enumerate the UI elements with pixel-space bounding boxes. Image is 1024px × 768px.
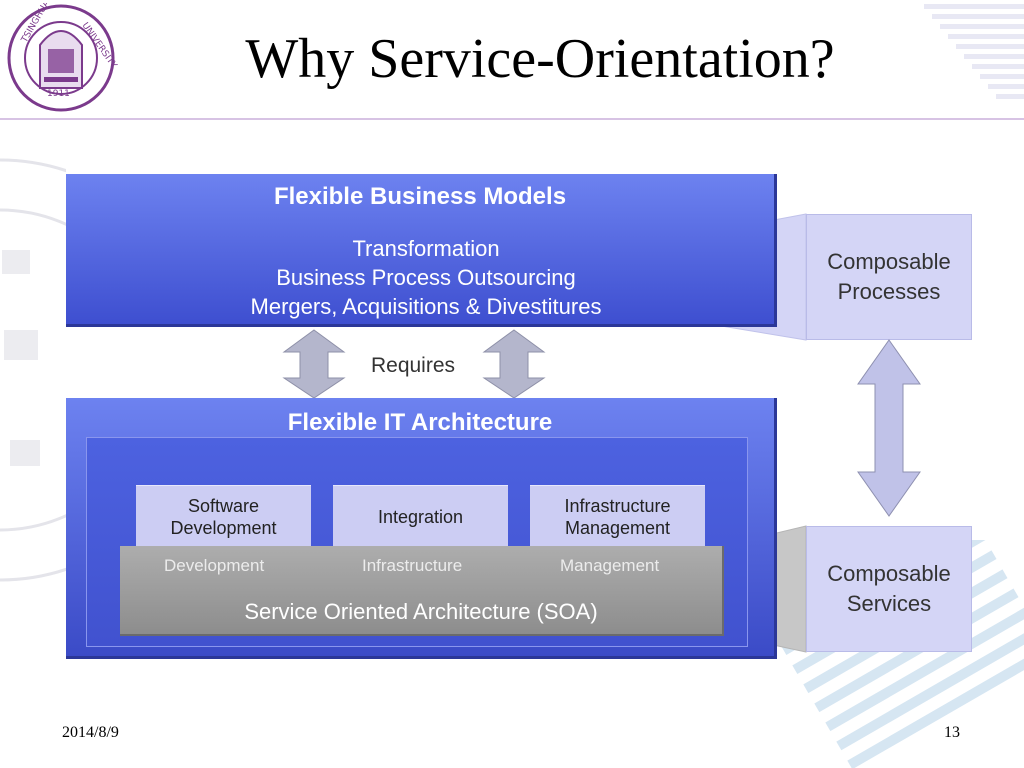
business-models-box: Flexible Business Models Transformation …: [66, 174, 777, 327]
soa-layer: Development Infrastructure Management Se…: [120, 546, 724, 636]
soa-label: Service Oriented Architecture (SOA): [244, 599, 598, 624]
tsinghua-seal-icon: TSINGHUA UNIVERSITY 1911: [7, 3, 118, 112]
slide-title: Why Service-Orientation?: [245, 28, 835, 90]
soa-sub-development: Development: [164, 556, 265, 575]
soa-sub-management: Management: [560, 556, 660, 575]
business-models-title: Flexible Business Models: [273, 183, 567, 210]
page-number: 13: [944, 724, 960, 741]
capability-infrastructure-management: Infrastructure Management: [530, 485, 705, 547]
composable-processes-box: Composable Processes: [806, 214, 972, 340]
business-item-mergers: Mergers, Acquisitions & Divestitures: [250, 294, 602, 319]
double-arrow-right-icon: [482, 329, 546, 399]
capability-software-development: Software Development: [136, 485, 311, 547]
header-divider: [0, 118, 1024, 120]
footer-date: 2014/8/9: [62, 724, 119, 741]
business-item-transformation: Transformation: [352, 236, 500, 261]
double-arrow-vertical-icon: [857, 339, 921, 517]
seal-watermark-icon: [0, 158, 66, 582]
decorative-stripes: [924, 4, 1024, 99]
requires-label: Requires: [370, 354, 456, 377]
svg-text:1911: 1911: [47, 89, 70, 99]
double-arrow-left-icon: [282, 329, 346, 399]
capability-integration: Integration: [333, 485, 508, 547]
it-architecture-title: Flexible IT Architecture: [287, 409, 553, 436]
composable-services-box: Composable Services: [806, 526, 972, 652]
business-item-outsourcing: Business Process Outsourcing: [276, 265, 576, 290]
soa-sub-infrastructure: Infrastructure: [362, 556, 463, 575]
